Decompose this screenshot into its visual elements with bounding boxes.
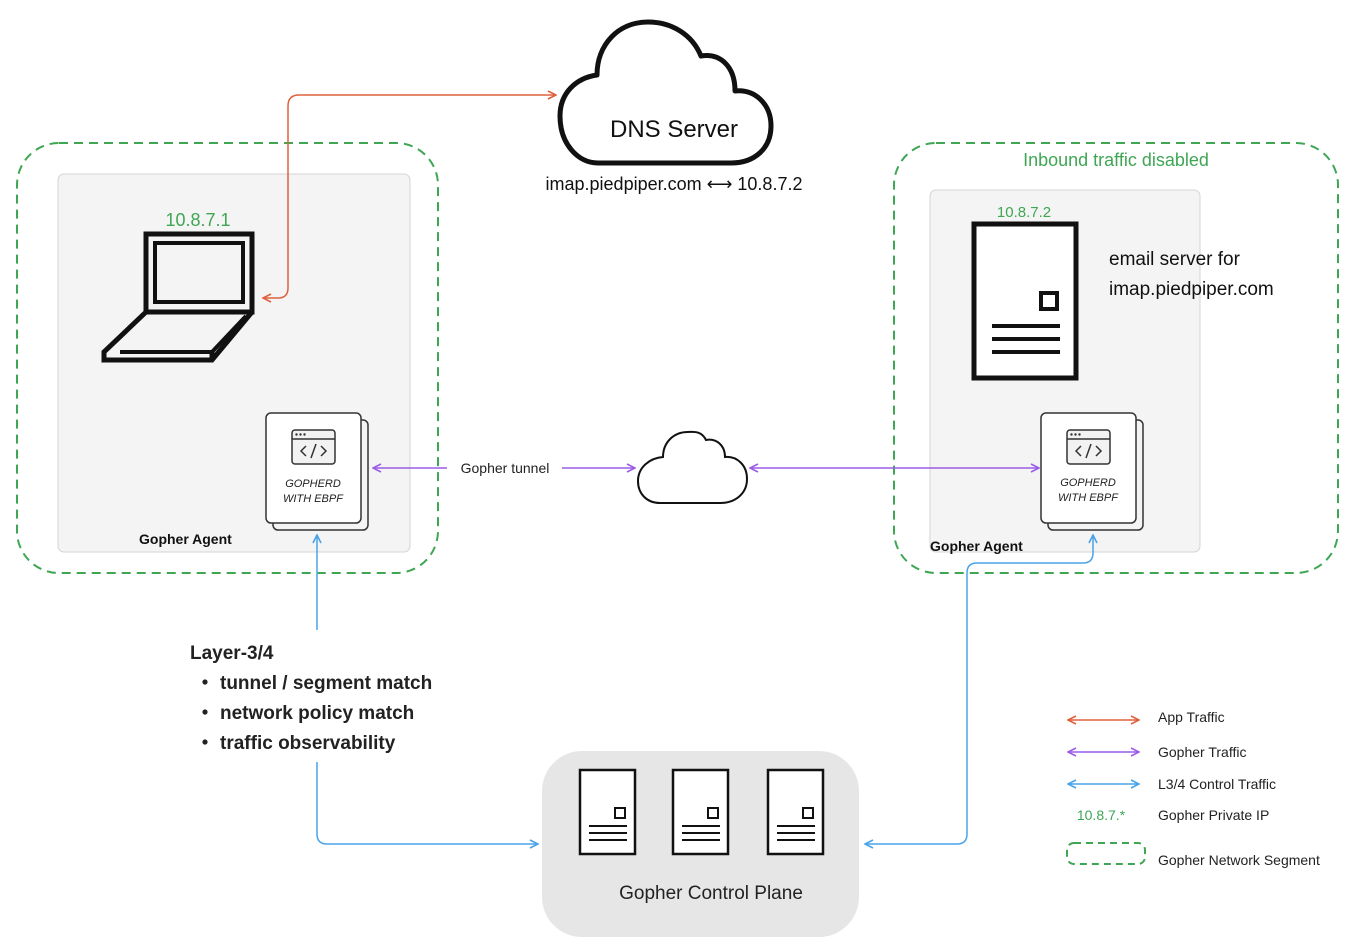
layer-notes-heading: Layer-3/4 — [190, 643, 274, 664]
server-gopherd-line1: GOPHERD — [1060, 477, 1116, 489]
app-traffic-arrow — [263, 95, 556, 298]
control-plane-label: Gopher Control Plane — [619, 883, 803, 904]
tunnel-cloud-icon — [636, 430, 749, 504]
server-gopherd-card: GOPHERD WITH EBPF — [1040, 412, 1144, 531]
legend-segment-swatch — [1066, 842, 1146, 865]
server-gopherd-line2: WITH EBPF — [1058, 492, 1119, 504]
legend-label: Gopher Traffic — [1158, 744, 1246, 760]
server-ip: 10.8.7.2 — [997, 204, 1051, 221]
control-plane-server-icon — [671, 768, 730, 856]
laptop-icon — [101, 231, 255, 363]
legend-label: Gopher Network Segment — [1158, 852, 1320, 868]
control-plane-server-icon — [578, 768, 637, 856]
legend-ip-sample: 10.8.7.* — [1077, 807, 1126, 823]
client-gopherd-card: GOPHERD WITH EBPF — [265, 412, 369, 531]
server-agent-label: Gopher Agent — [930, 538, 1023, 554]
dns-mapping: imap.piedpiper.com ⟷ 10.8.7.2 — [546, 174, 803, 194]
layer-note-item: network policy match — [220, 703, 414, 724]
dns-cloud-icon — [557, 19, 774, 166]
control-plane-server-icon — [766, 768, 825, 856]
server-control-arrow — [865, 535, 1093, 844]
server-desc-line2: imap.piedpiper.com — [1109, 279, 1274, 300]
client-ip: 10.8.7.1 — [165, 210, 230, 230]
legend: App Traffic Gopher Traffic L3/4 Control … — [1066, 709, 1320, 868]
email-server-icon — [971, 221, 1079, 381]
client-gopherd-line1: GOPHERD — [285, 478, 341, 490]
client-agent-label: Gopher Agent — [139, 531, 232, 547]
legend-label: Gopher Private IP — [1158, 807, 1269, 823]
code-window-icon — [291, 429, 336, 465]
layer-notes-list: tunnel / segment match network policy ma… — [202, 673, 432, 754]
tunnel-label: Gopher tunnel — [461, 460, 550, 476]
server-segment-banner: Inbound traffic disabled — [1023, 150, 1209, 170]
client-gopherd-line2: WITH EBPF — [283, 493, 344, 505]
server-network-segment — [893, 142, 1339, 574]
layer-note-item: tunnel / segment match — [220, 673, 432, 694]
server-desc-line1: email server for — [1109, 249, 1241, 270]
client-network-segment — [16, 142, 439, 574]
legend-label: L3/4 Control Traffic — [1158, 776, 1276, 792]
legend-label: App Traffic — [1158, 709, 1225, 725]
code-window-icon — [1066, 429, 1111, 465]
notes-to-control-plane-arrow — [316, 762, 538, 844]
dns-title: DNS Server — [610, 116, 738, 143]
layer-note-item: traffic observability — [220, 733, 396, 754]
